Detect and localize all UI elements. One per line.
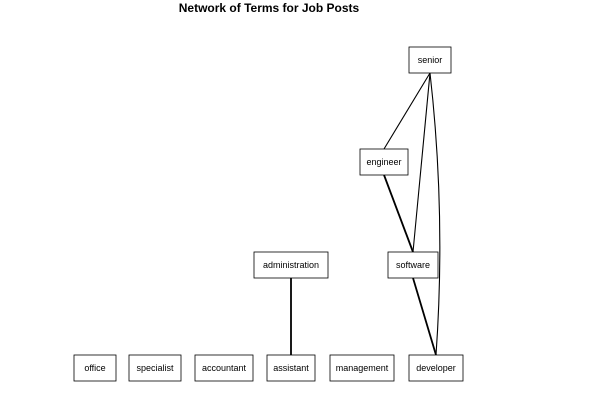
node-label: engineer [366,157,401,167]
edge-layer [290,72,441,356]
node-layer: senior engineer administration software offi… [73,46,464,382]
node-software: software [387,251,439,279]
node-box [128,354,182,382]
node-engineer: engineer [359,148,409,176]
node-label: accountant [202,363,247,373]
edge-software-developer [412,277,437,356]
node-administration: administration [253,251,329,279]
node-developer: developer [408,354,464,382]
edge-engineer-software [383,174,414,253]
node-box [329,354,395,382]
diagram-title: Network of Terms for Job Posts [178,1,360,15]
node-accountant: accountant [194,354,254,382]
node-box [408,46,452,74]
node-label: assistant [273,363,309,373]
node-office: office [73,354,117,382]
node-label: developer [416,363,456,373]
edge-senior-engineer [383,72,431,150]
node-specialist: specialist [128,354,182,382]
node-box [387,251,439,279]
node-management: management [329,354,395,382]
node-box [73,354,117,382]
node-label: specialist [136,363,174,373]
node-box [408,354,464,382]
node-label: office [84,363,105,373]
node-box [359,148,409,176]
node-senior: senior [408,46,452,74]
node-label: management [336,363,389,373]
node-label: administration [263,260,319,270]
node-label: software [396,260,430,270]
node-assistant: assistant [266,354,316,382]
node-label: senior [418,55,443,65]
node-box [266,354,316,382]
edge-senior-developer [429,72,441,356]
node-box [194,354,254,382]
node-box [253,251,329,279]
edge-senior-software [412,72,431,253]
